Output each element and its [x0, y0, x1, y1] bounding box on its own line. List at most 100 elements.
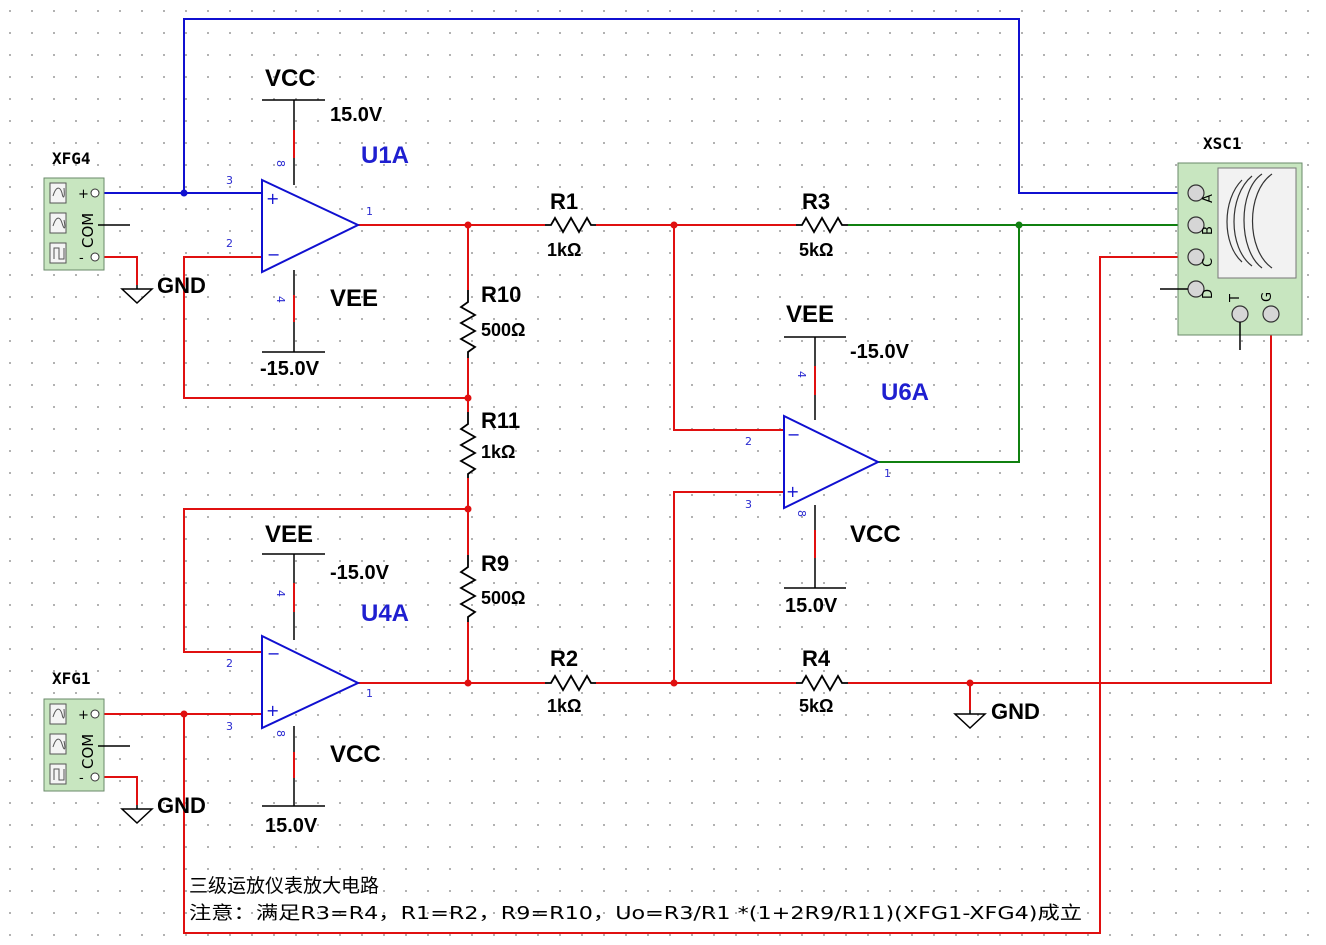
wire-u6a-out[interactable]	[878, 225, 1020, 463]
channel-d-label: D	[1201, 289, 1216, 299]
resistor-r4[interactable]	[796, 674, 848, 692]
pin-number: 4	[795, 371, 808, 378]
r3-refdes: R3	[802, 189, 830, 214]
opamp-u4a[interactable]: − + 2 3 1 4 8	[226, 590, 373, 737]
channel-c-label: C	[1201, 258, 1216, 267]
ground-symbol-g1	[120, 285, 154, 305]
minus-sign: −	[267, 245, 280, 264]
u1a-vcc-value: 15.0V	[330, 104, 383, 126]
ground-terminal[interactable]	[1262, 305, 1280, 323]
plus-label: +	[78, 708, 89, 723]
u4a-vcc-label: VCC	[330, 741, 381, 768]
u4a-vee-value: -15.0V	[330, 562, 390, 584]
com-label: COM	[79, 213, 97, 248]
pin-number: 1	[884, 467, 891, 480]
u6a-vcc-label: VCC	[850, 521, 901, 548]
wire-xfg4-com-gnd[interactable]	[98, 256, 138, 285]
resistor-r11[interactable]	[459, 412, 477, 478]
terminal-plus[interactable]	[90, 188, 100, 198]
wire-xfg1-to-scope-c[interactable]	[183, 256, 1188, 934]
u1a-vee-value: -15.0V	[260, 358, 320, 380]
opamp-u1a[interactable]: + − 3 2 1 8 4	[226, 160, 373, 303]
resistor-r1[interactable]	[545, 216, 596, 234]
pin-number: 4	[274, 296, 287, 303]
terminal-minus[interactable]	[90, 252, 100, 262]
trigger-terminal[interactable]	[1231, 305, 1249, 323]
u1a-vcc-label: VCC	[265, 65, 316, 92]
opamp-u6a[interactable]: − + 2 3 1 4 8	[745, 371, 891, 517]
function-generator-xfg1[interactable]: + - COM	[43, 698, 130, 792]
channel-a-terminal[interactable]	[1187, 184, 1205, 202]
ground-symbol-g3	[953, 710, 987, 730]
trigger-label: T	[1228, 294, 1243, 303]
pin-number: 1	[366, 205, 373, 218]
junction-dot	[1015, 221, 1023, 229]
u1a-vee-label: VEE	[330, 285, 378, 312]
pin-number: 1	[366, 687, 373, 700]
wire-xfg1-com-gnd[interactable]	[98, 776, 138, 805]
u6a-vee-value: -15.0V	[850, 341, 910, 363]
plus-sign: +	[266, 189, 279, 208]
xfg1-refdes: XFG1	[52, 669, 91, 688]
terminal-minus[interactable]	[90, 772, 100, 782]
pin-number: 8	[274, 730, 287, 737]
pin-number: 2	[226, 237, 233, 250]
wire-u4a-inverting[interactable]	[183, 508, 468, 653]
r2-refdes: R2	[550, 646, 578, 671]
wire-u6a-inverting[interactable]	[673, 225, 784, 431]
r4-value: 5kΩ	[799, 696, 833, 716]
pin-number: 3	[745, 498, 752, 511]
u4a-vcc-value: 15.0V	[265, 815, 318, 837]
pin-number: 8	[795, 510, 808, 517]
triangle-wave-icon	[49, 733, 67, 755]
wire-r4-gnd-scope-g[interactable]	[848, 322, 1272, 684]
gnd-label: GND	[991, 699, 1040, 724]
resistor-r3[interactable]	[796, 216, 848, 234]
minus-sign: −	[267, 644, 280, 663]
ground-symbol-g2	[120, 805, 154, 825]
r2-value: 1kΩ	[547, 696, 581, 716]
junction-dot	[670, 221, 678, 229]
pin-number: 2	[226, 657, 233, 670]
u6a-vcc-value: 15.0V	[785, 595, 838, 617]
r4-refdes: R4	[802, 646, 831, 671]
oscilloscope-xsc1[interactable]: A B C D T G	[1160, 162, 1303, 350]
junction-dot	[180, 710, 188, 718]
wire-u1a-inverting[interactable]	[183, 256, 468, 399]
plus-sign: +	[266, 701, 279, 720]
u6a-refdes: U6A	[881, 379, 929, 406]
resistor-r10[interactable]	[459, 290, 477, 358]
scope-screen	[1217, 167, 1297, 279]
channel-b-terminal[interactable]	[1187, 216, 1205, 234]
condition-note: 注意：满足R3=R4，R1=R2，R9=R10，Uo=R3/R1 *(1+2R9…	[189, 903, 1082, 924]
wire-u6a-noninverting[interactable]	[673, 491, 784, 683]
junction-dot	[464, 221, 472, 229]
junction-dot	[180, 189, 188, 197]
circuit-title-note: 三级运放仪表放大电路	[189, 875, 379, 897]
r10-value: 500Ω	[481, 320, 525, 340]
terminal-plus[interactable]	[90, 709, 100, 719]
opamp-triangle	[261, 634, 361, 730]
function-generator-xfg4[interactable]: + - COM	[43, 177, 130, 271]
r1-refdes: R1	[550, 189, 578, 214]
resistor-r9[interactable]	[459, 555, 477, 622]
plus-sign: +	[786, 482, 799, 501]
xfg4-refdes: XFG4	[52, 149, 91, 168]
com-label: COM	[79, 734, 97, 769]
wire-xfg4-to-scope-a[interactable]	[183, 18, 1188, 194]
minus-label: -	[79, 251, 84, 266]
ground-label: G	[1260, 292, 1275, 302]
resistor-r2[interactable]	[545, 674, 596, 692]
junction-dot	[464, 394, 472, 402]
minus-sign: −	[787, 425, 800, 444]
r11-value: 1kΩ	[481, 442, 515, 462]
u4a-refdes: U4A	[361, 600, 409, 627]
sine-wave-icon	[49, 703, 67, 725]
opamp-triangle	[783, 414, 881, 510]
channel-b-label: B	[1201, 226, 1216, 235]
r11-refdes: R11	[481, 408, 520, 433]
pin-number: 8	[274, 160, 287, 167]
channel-c-terminal[interactable]	[1187, 248, 1205, 266]
r10-refdes: R10	[481, 282, 521, 307]
